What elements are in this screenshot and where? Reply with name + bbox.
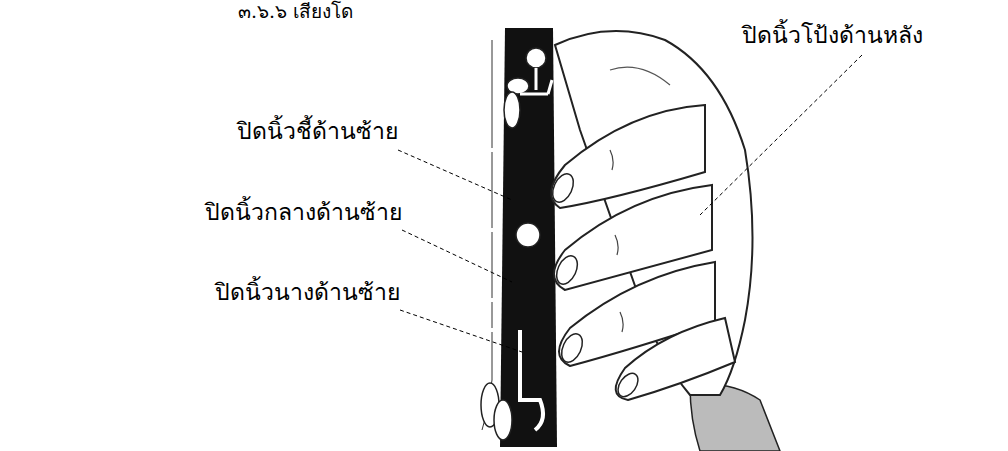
instrument-body <box>500 28 557 447</box>
key-rod <box>482 40 492 430</box>
finger-joint <box>610 150 623 332</box>
key-lever <box>520 68 552 94</box>
key-pad <box>494 400 512 440</box>
fingernail <box>558 331 587 366</box>
tone-hole-ring <box>516 223 540 247</box>
leader-line <box>400 310 522 352</box>
finger-label: ปิดนิ้วโป้งด้านหลัง <box>742 22 1004 50</box>
leader-line <box>398 150 512 200</box>
fingernail <box>553 253 582 288</box>
key-lever <box>520 330 543 430</box>
section-title: ๓.๖.๖ เสียงโด <box>238 0 353 23</box>
finger-label: ปิดนิ้วกลางด้านซ้าย <box>130 199 402 227</box>
key-arm <box>486 150 500 330</box>
finger-label: ปิดนิ้วนางด้านซ้าย <box>130 279 400 307</box>
leader-line <box>700 55 862 215</box>
key-ring <box>526 48 546 68</box>
key-pad <box>504 92 520 128</box>
finger-label: ปิดนิ้วชี้ด้านซ้าย <box>140 118 398 146</box>
leader-line <box>402 230 512 282</box>
fingernail <box>614 370 642 400</box>
key-rod <box>482 40 492 430</box>
fingernail <box>549 171 578 206</box>
